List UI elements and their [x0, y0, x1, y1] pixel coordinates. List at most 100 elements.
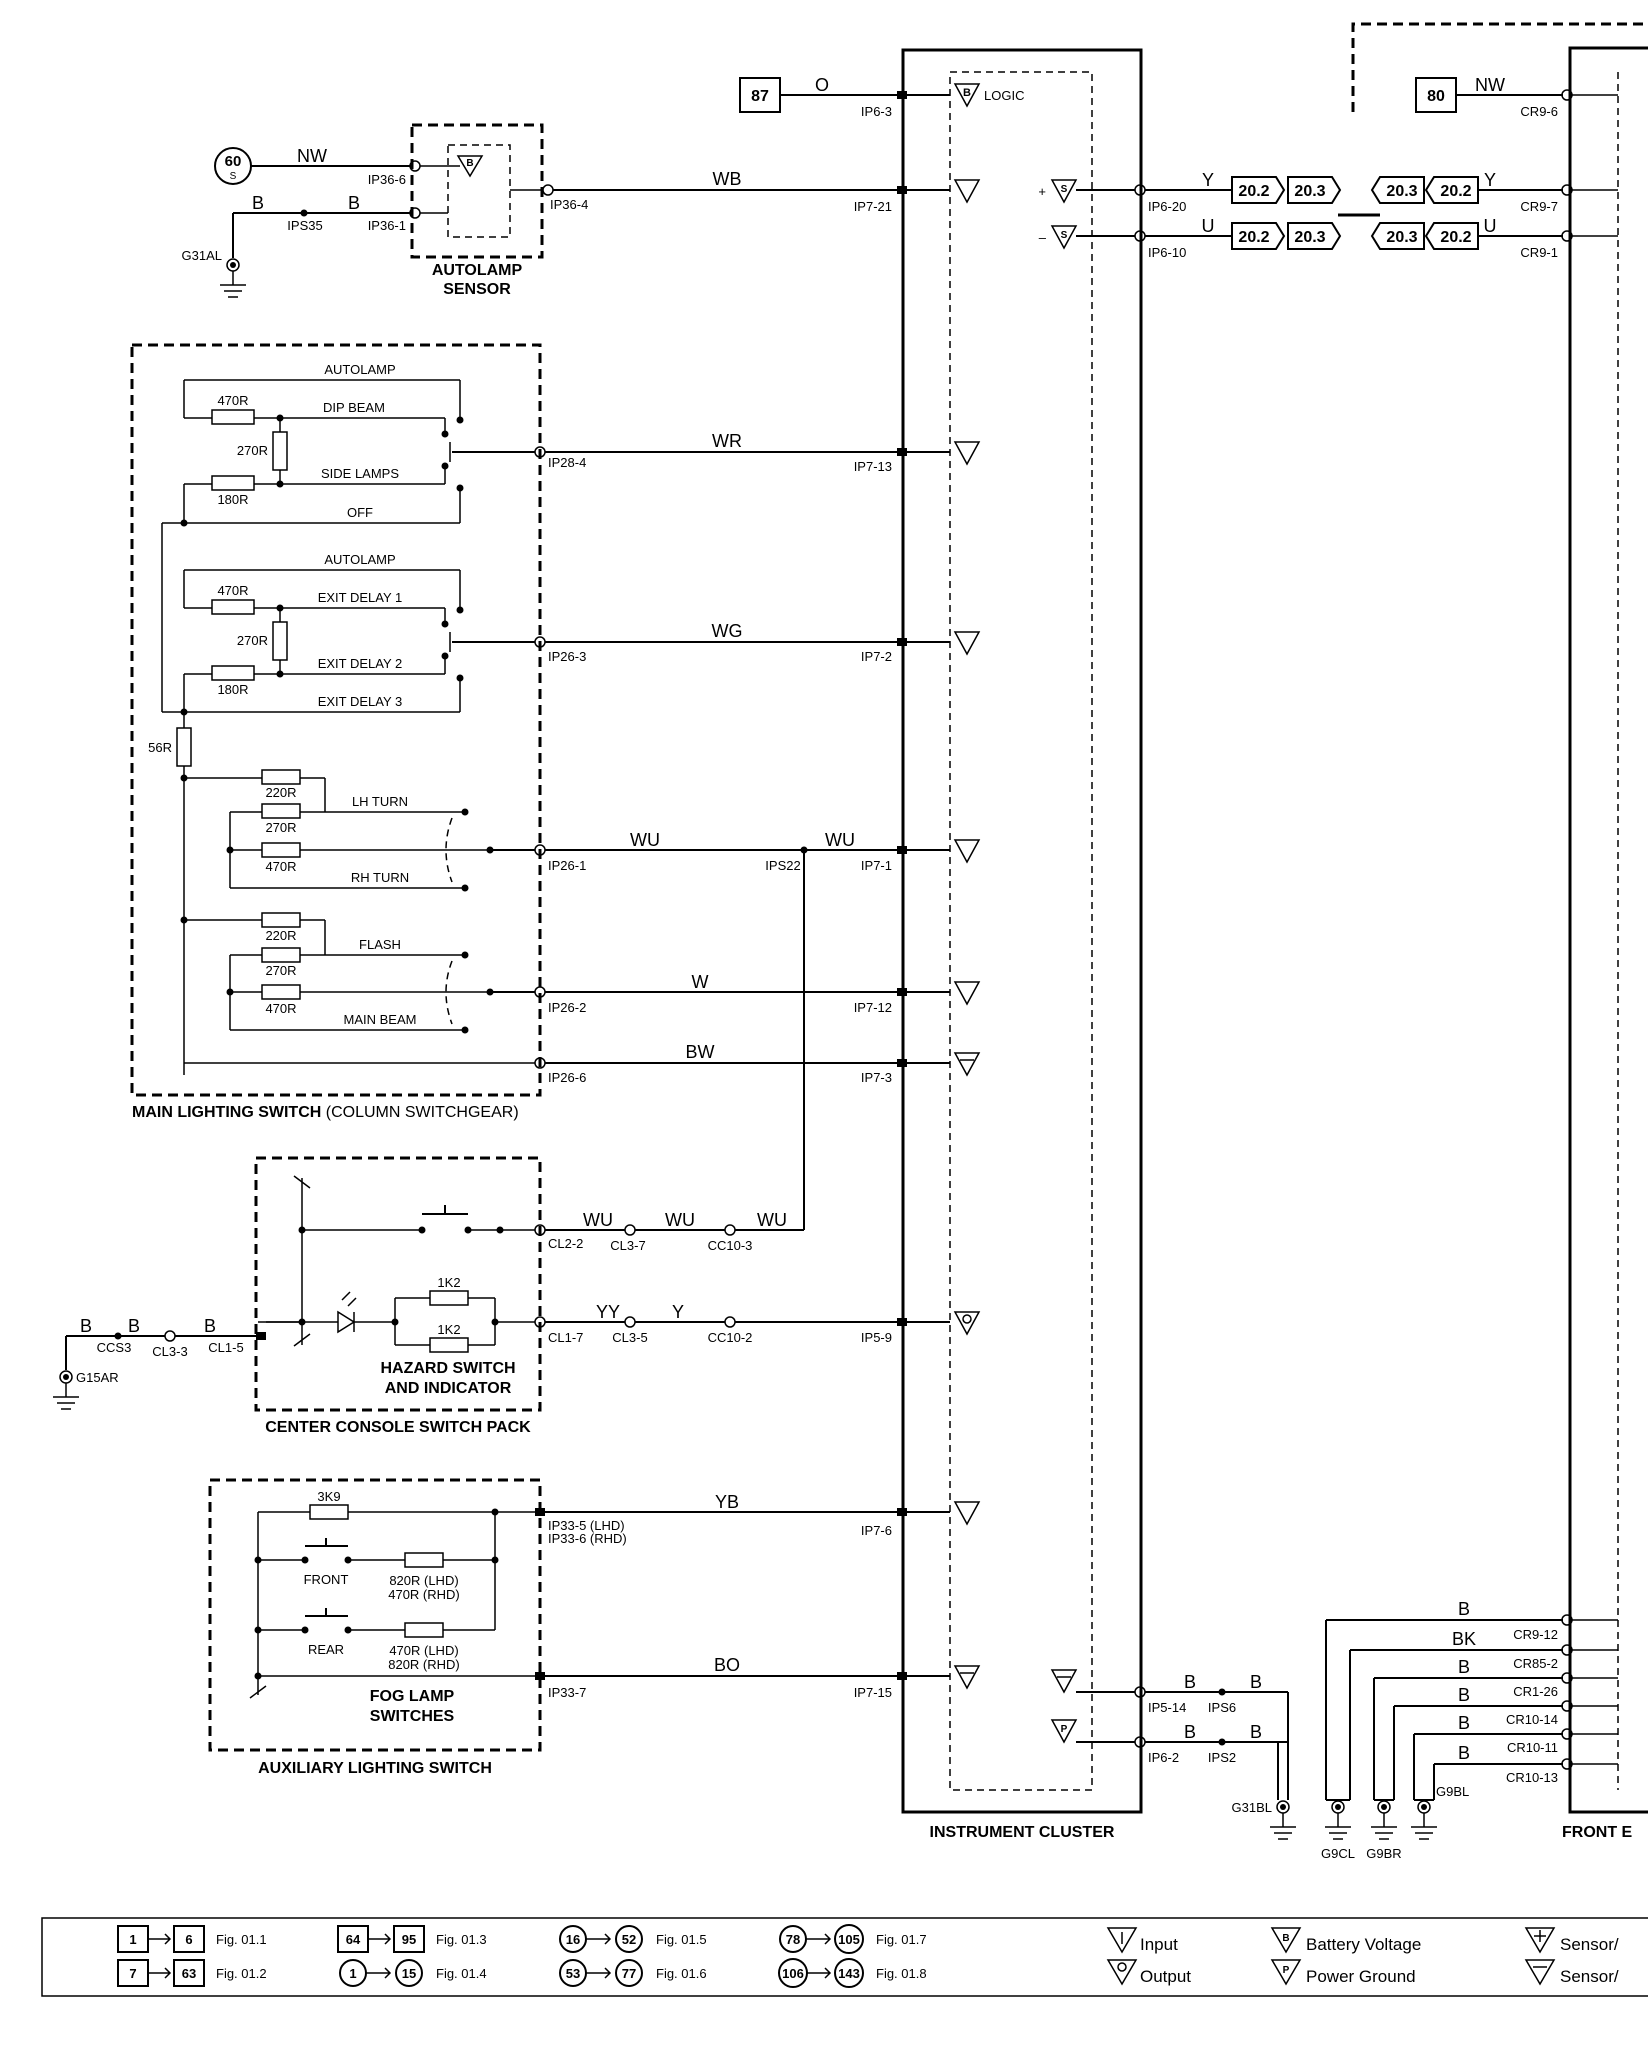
wire-w-label: W — [692, 972, 709, 992]
legend-f5: Fig. 01.5 — [656, 1932, 707, 1947]
ref-60-label: 60 — [225, 153, 242, 170]
wire-b3-label: B — [80, 1316, 92, 1336]
ground-g9bl — [1411, 1813, 1437, 1840]
conn-ip36-6: IP36-6 — [368, 172, 406, 187]
ref-87-label: 87 — [751, 88, 769, 105]
wire-b8-label: B — [1250, 1672, 1262, 1692]
conn-cl3-5: CL3-5 — [612, 1330, 647, 1345]
legend-battery: Battery Voltage — [1306, 1935, 1421, 1954]
wire-wu3-label: WU — [583, 1210, 613, 1230]
res-470c: 470R — [265, 859, 296, 874]
sw-front: FRONT — [304, 1572, 349, 1587]
conn-ip33-7: IP33-7 — [548, 1685, 586, 1700]
legend-r8a: 106 — [782, 1966, 804, 1981]
conn-ip7-21: IP7-21 — [854, 199, 892, 214]
instrument-cluster-label: INSTRUMENT CLUSTER — [930, 1824, 1115, 1841]
wire-wb-label: WB — [713, 169, 742, 189]
sw-autolamp-1: AUTOLAMP — [324, 362, 395, 377]
res-470-rhd-1: 470R (RHD) — [388, 1587, 460, 1602]
input-icon-wb — [953, 179, 981, 204]
conn-ip26-3: IP26-3 — [548, 649, 586, 664]
conn-cl3-7: CL3-7 — [610, 1238, 645, 1253]
legend-f8: Fig. 01.8 — [876, 1966, 927, 1981]
res-3k9: 3K9 — [317, 1489, 340, 1504]
legend-r7a: 78 — [786, 1932, 800, 1947]
input-icon-yb — [953, 1501, 981, 1526]
legend-sensor-minus: Sensor/ — [1560, 1967, 1619, 1986]
sw-autolamp-2: AUTOLAMP — [324, 552, 395, 567]
legend-sensor-minus-icon — [1524, 1959, 1556, 1986]
legend-battery-letter: B — [1282, 1933, 1289, 1944]
conn-g15ar: G15AR — [76, 1370, 119, 1385]
legend-r3a: 64 — [346, 1932, 361, 1947]
offpage-a8: 20.2 — [1440, 229, 1471, 246]
conn-cr9-7: CR9-7 — [1520, 199, 1558, 214]
wire-rb2-label: B — [1458, 1657, 1470, 1677]
legend-r6a: 53 — [566, 1966, 580, 1981]
front-module-connector-pins — [1561, 1614, 1618, 1770]
sensor-minus-sign: – — [1039, 230, 1047, 245]
conn-ip5-14: IP5-14 — [1148, 1700, 1186, 1715]
conn-cr9-12: CR9-12 — [1513, 1627, 1558, 1642]
conn-ip26-2: IP26-2 — [548, 1000, 586, 1015]
wire-rb3-label: B — [1458, 1685, 1470, 1705]
wire-b2-label: B — [348, 193, 360, 213]
res-220a: 220R — [265, 785, 296, 800]
conn-cl1-7: CL1-7 — [548, 1330, 583, 1345]
legend-r4a: 1 — [349, 1966, 356, 1981]
legend-pground: Power Ground — [1306, 1967, 1416, 1986]
ground-g15ar — [53, 1383, 79, 1410]
conn-ip7-1: IP7-1 — [861, 858, 892, 873]
conn-cr1-26: CR1-26 — [1513, 1684, 1558, 1699]
wire-y1-label: Y — [672, 1302, 684, 1322]
conn-ips6: IPS6 — [1208, 1700, 1236, 1715]
wire-wu2-label: WU — [825, 830, 855, 850]
conn-ip6-2: IP6-2 — [1148, 1750, 1179, 1765]
output-icon-hazard — [953, 1311, 981, 1336]
wire-b4-label: B — [128, 1316, 140, 1336]
conn-g9cl: G9CL — [1321, 1846, 1355, 1861]
instrument-cluster-inner — [949, 71, 1093, 1791]
conn-ip33-5: IP33-5 (LHD) — [548, 1518, 625, 1533]
res-270b: 270R — [237, 633, 268, 648]
sw-rear: REAR — [308, 1642, 344, 1657]
sw-main-beam: MAIN BEAM — [344, 1012, 417, 1027]
logic-label: LOGIC — [984, 88, 1024, 103]
conn-ip36-4: IP36-4 — [550, 197, 588, 212]
legend-frame — [41, 1917, 1648, 1997]
conn-ips2: IPS2 — [1208, 1750, 1236, 1765]
conn-cr10-13: CR10-13 — [1506, 1770, 1558, 1785]
sensor-minus-icon-bo — [953, 1665, 981, 1690]
legend-input: Input — [1140, 1935, 1178, 1954]
legend-r1a: 1 — [129, 1932, 136, 1947]
conn-ip36-1: IP36-1 — [368, 218, 406, 233]
sensor-plus-icon — [1050, 179, 1078, 204]
hazard-label-1: HAZARD SWITCH — [380, 1360, 515, 1377]
sw-dip-beam: DIP BEAM — [323, 400, 385, 415]
wire-nw2-label: NW — [1475, 75, 1505, 95]
wire-o-label: O — [815, 75, 829, 95]
autolamp-sensor-box — [410, 123, 544, 259]
res-180a: 180R — [217, 492, 248, 507]
wire-b6-label: B — [1184, 1672, 1196, 1692]
wire-bo-label: BO — [714, 1655, 740, 1675]
conn-cl2-2: CL2-2 — [548, 1236, 583, 1251]
front-module-label: FRONT E — [1562, 1824, 1633, 1841]
fog-label-1: FOG LAMP — [370, 1688, 455, 1705]
conn-g9bl: G9BL — [1436, 1784, 1469, 1799]
offpage-a3: 20.2 — [1238, 229, 1269, 246]
res-270d: 270R — [265, 963, 296, 978]
res-180b: 180R — [217, 682, 248, 697]
legend-output: Output — [1140, 1967, 1191, 1986]
sensor-input-icon — [456, 155, 484, 178]
conn-cr9-6: CR9-6 — [1520, 104, 1558, 119]
fog-label-2: SWITCHES — [370, 1708, 455, 1725]
legend-r2a: 7 — [129, 1966, 136, 1981]
conn-cc10-2: CC10-2 — [708, 1330, 753, 1345]
ground-g31al — [220, 271, 246, 298]
conn-cr9-1: CR9-1 — [1520, 245, 1558, 260]
legend-pground-icon — [1270, 1959, 1302, 1986]
conn-ip7-6: IP7-6 — [861, 1523, 892, 1538]
res-470a: 470R — [217, 393, 248, 408]
wire-b9-label: B — [1250, 1722, 1262, 1742]
